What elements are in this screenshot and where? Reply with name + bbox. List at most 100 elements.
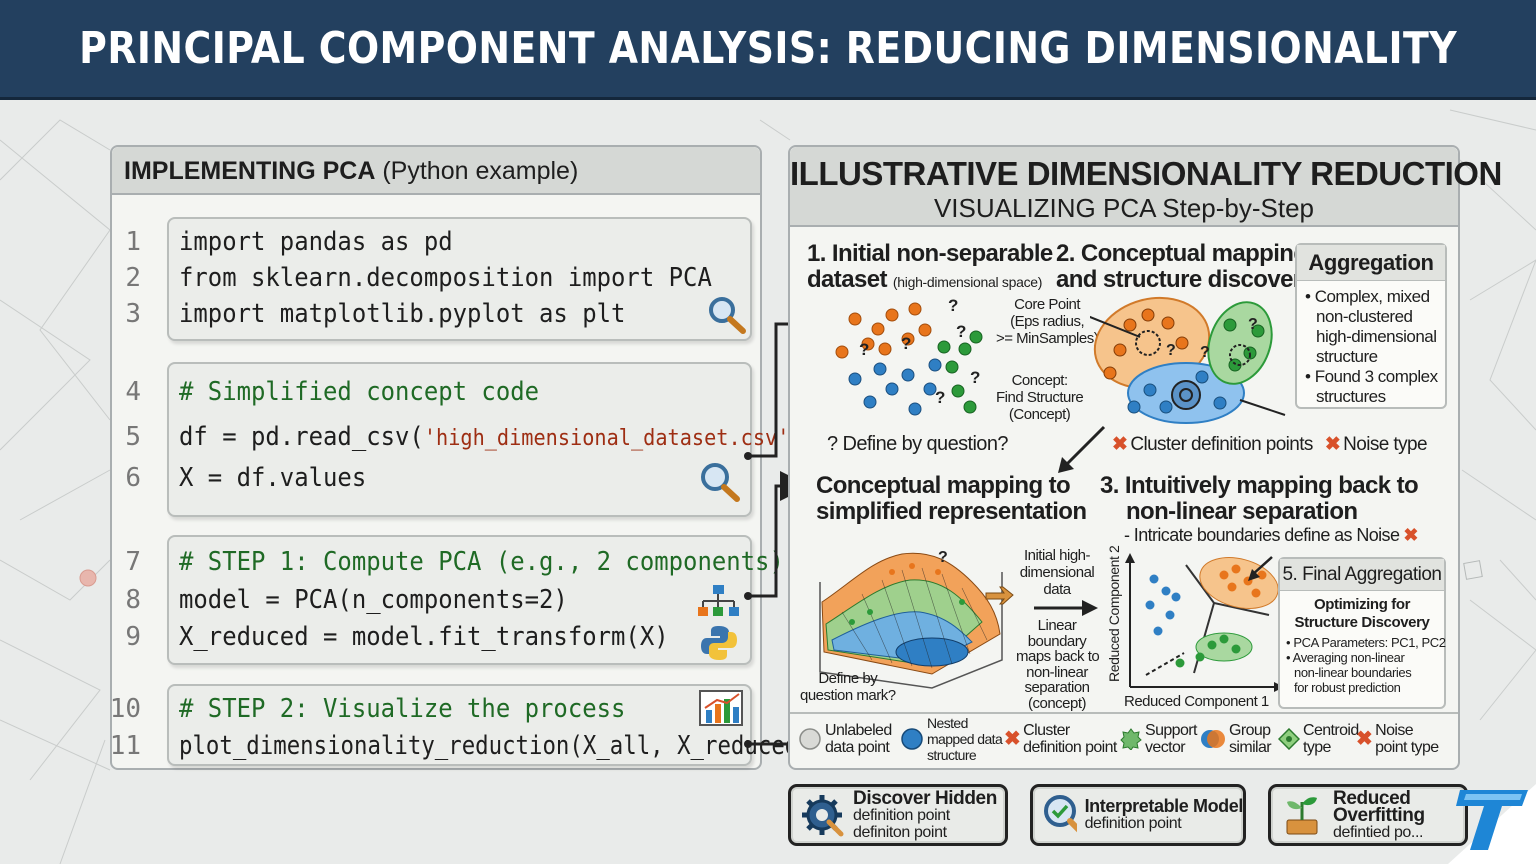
line-number: 3 <box>125 299 141 329</box>
unlabeled-point-icon <box>799 728 821 750</box>
reduced-overfitting-button[interactable]: Reduced Overfitting defintied po... <box>1268 784 1468 846</box>
plant-growth-icon <box>1286 797 1318 835</box>
aggregation-item-line: Complex, mixed <box>1314 287 1430 306</box>
line-number: 4 <box>125 377 141 407</box>
x-axis-label: Reduced Component 1 <box>1124 693 1269 710</box>
core-point-line: Core Point <box>1014 296 1081 313</box>
interpretable-model-button[interactable]: Interpretable Model definition point <box>1030 784 1246 846</box>
legend-label: structure <box>927 747 977 763</box>
initial-line: dimensional <box>1019 564 1095 581</box>
code-comment: # Simplified concept code <box>179 377 540 407</box>
final-aggregation-subtitle: Optimizing for Structure Discovery <box>1280 596 1444 632</box>
step2-title: 2. Conceptual mapping and structure disc… <box>1056 240 1315 293</box>
code-panel-header: IMPLEMENTING PCA (Python example) <box>112 147 760 195</box>
button-sublabel: definiton point <box>853 823 947 841</box>
discover-hidden-text: Discover Hidden definition point definit… <box>853 787 997 841</box>
linear-line: non-linear <box>1026 663 1088 681</box>
legend-label: Noise <box>1375 722 1414 739</box>
code-line: 10# STEP 2: Visualize the process <box>110 691 889 727</box>
linear-line: separation <box>1024 679 1090 696</box>
centroid-icon <box>1278 728 1300 750</box>
line-number: 5 <box>125 422 141 452</box>
code-text: X_reduced = model.fit_transform(X) <box>179 622 669 652</box>
svg-text:?: ? <box>935 388 945 407</box>
concept-line: Concept: <box>1011 372 1069 389</box>
step3-title-line2: non-linear separation <box>1126 498 1358 525</box>
legend-label: Support <box>1145 722 1197 739</box>
magnifier-icon <box>709 297 746 334</box>
magnifier-icon <box>701 463 740 502</box>
legend-label: similar <box>1229 739 1272 756</box>
final-item-line: PCA Parameters: PC1, PC2 <box>1293 635 1446 650</box>
code-text: model = PCA(n_components=2) <box>179 585 568 615</box>
step2-title-line1: 2. Conceptual mapping <box>1056 240 1308 267</box>
legend-label: mapped data <box>927 731 1003 747</box>
gear-wrench-icon <box>802 795 844 837</box>
legend-label: Centroid <box>1303 722 1359 739</box>
code-comment: # STEP 1: Compute PCA (e.g., 2 component… <box>179 547 784 577</box>
aggregation-item: • Found 3 complex <box>1305 367 1438 386</box>
final-aggregation-list: • PCA Parameters: PC1, PC2 • Averaging n… <box>1286 635 1446 695</box>
final-item-line: non-linear boundaries <box>1294 665 1412 680</box>
line-number: 1 <box>125 227 141 257</box>
bar-chart-icon <box>699 690 743 726</box>
final-item-line: Averaging non-linear <box>1292 650 1405 665</box>
step3-subtitle: - Intricate boundaries define as Noise✖ <box>1124 525 1418 546</box>
code-header-rest: (Python example) <box>382 157 579 185</box>
step1-scatter: ?????? <box>835 297 983 416</box>
button-label: Interpretable Model <box>1084 796 1243 816</box>
core-point-label: Core Point (Eps radius, >= MinSamples) <box>996 296 1099 347</box>
magnifier-check-icon <box>1044 795 1077 832</box>
code-header-bold: IMPLEMENTING PCA <box>124 157 376 185</box>
legend-label: Unlabeled <box>825 722 892 739</box>
svg-text:?: ? <box>901 334 911 353</box>
define-line: question mark? <box>800 687 896 704</box>
orange-points <box>835 302 932 359</box>
code-line: 4 # Simplified concept code <box>125 374 889 410</box>
final-aggregation-title: 5. Final Aggregation <box>1280 559 1444 591</box>
button-label: Reduced <box>1333 787 1411 809</box>
final-item-line: for robust prediction <box>1294 680 1401 695</box>
linear-line: maps back to <box>1016 648 1100 665</box>
discover-hidden-button[interactable]: Discover Hidden definition point definit… <box>788 784 1008 846</box>
final-aggregation-box: 5. Final Aggregation Optimizing for Stru… <box>1278 557 1446 709</box>
aggregation-item-line: structure <box>1316 347 1378 366</box>
cluster-x-icon: ✖ <box>1112 434 1128 455</box>
cluster-x-icon: ✖ <box>1004 727 1021 750</box>
svg-text:?: ? <box>970 368 980 387</box>
right-arrow <box>1034 600 1098 616</box>
surface-3d-plot: ? <box>819 549 1003 689</box>
final-subtitle-line: Optimizing for <box>1313 596 1411 613</box>
step3-title: 3. Intuitively mapping back to non-linea… <box>1100 473 1419 525</box>
nested-point-icon <box>901 728 923 750</box>
linear-line: boundary <box>1027 632 1087 650</box>
cluster-def-text: Cluster definition points <box>1130 433 1313 455</box>
viz-title: ILLUSTRATIVE DIMENSIONALITY REDUCTION <box>790 155 1502 192</box>
line-number: 7 <box>125 547 141 577</box>
legend-label: data point <box>825 739 890 756</box>
button-sublabel: defintied po... <box>1333 823 1424 841</box>
code-text: X = df.values <box>179 463 367 493</box>
step1-title: 1. Initial non-separable dataset (high-d… <box>807 241 1053 293</box>
python-icon <box>701 626 737 660</box>
line-number: 2 <box>125 263 141 293</box>
svg-text:?: ? <box>938 549 948 566</box>
legend-label: type <box>1303 739 1331 756</box>
step1-title-line1: 1. Initial non-separable <box>807 240 1053 267</box>
button-label: Discover Hidden <box>853 787 997 809</box>
page-title: PRINCIPAL COMPONENT ANALYSIS: REDUCING D… <box>79 23 1457 74</box>
pointing-hand-icon <box>985 586 1014 605</box>
interpretable-model-text: Interpretable Model definition point <box>1084 796 1243 832</box>
step1-title-small: (high-dimensional space) <box>892 274 1043 290</box>
mapping-title-line2: simplified representation <box>816 498 1087 525</box>
noise-type-text: Noise type <box>1343 433 1427 455</box>
